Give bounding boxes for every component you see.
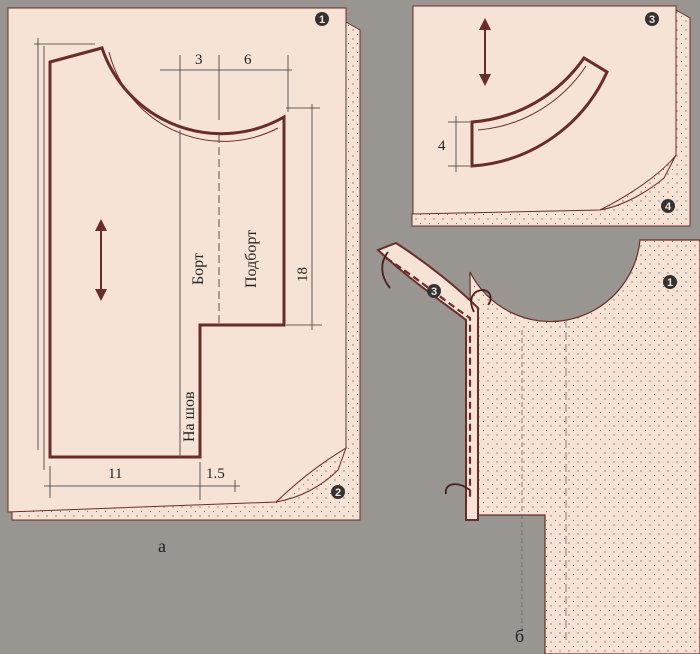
bort-label: Борт [190,253,207,285]
panel-b: 3 1 б [376,239,700,654]
svg-text:4: 4 [665,201,672,213]
dim-1-5: 1.5 [206,466,225,482]
attached-facing [376,241,479,521]
badge-4-top: 4 [661,199,675,213]
panel-top-right: 4 3 4 [411,5,691,227]
panel-tr-curl [599,154,677,211]
thread-end-top [470,289,492,313]
dim-6: 6 [244,52,252,68]
dim-4: 4 [438,138,446,154]
dimension-lines [34,38,322,500]
svg-text:3: 3 [649,14,655,26]
facing-dimension-lines [448,116,470,172]
panel-a-curl [274,446,347,503]
podbort-label: Подборт [243,230,260,288]
neckline-seam-line [108,51,279,142]
panel-a: 3 6 18 11 1.5 Борт Подборт На шов 1 2 а [7,7,361,556]
badge-3-b: 3 [427,284,441,298]
na-shov-label: На шов [181,391,198,442]
dim-3: 3 [195,52,203,68]
svg-text:2: 2 [335,487,341,499]
badge-2-a: 2 [331,485,345,499]
caption-a: а [158,536,166,556]
stitch-line [385,257,472,500]
badge-1-b: 1 [663,275,677,289]
dim-11: 11 [108,466,122,482]
panel-a-sheet [7,7,347,513]
assembled-front-piece [469,239,700,654]
dim-18: 18 [295,267,311,282]
badge-1-a: 1 [315,12,329,26]
svg-text:1: 1 [319,14,325,26]
svg-text:3: 3 [431,286,437,298]
thread-end-bottom [444,483,471,495]
svg-text:1: 1 [667,277,673,289]
thread-end-left [381,251,391,289]
caption-b: б [515,626,524,646]
neck-facing-piece [470,55,609,168]
badge-3-top: 3 [645,12,659,26]
facing-seam-line [477,65,587,131]
front-pattern-outline [48,46,286,459]
